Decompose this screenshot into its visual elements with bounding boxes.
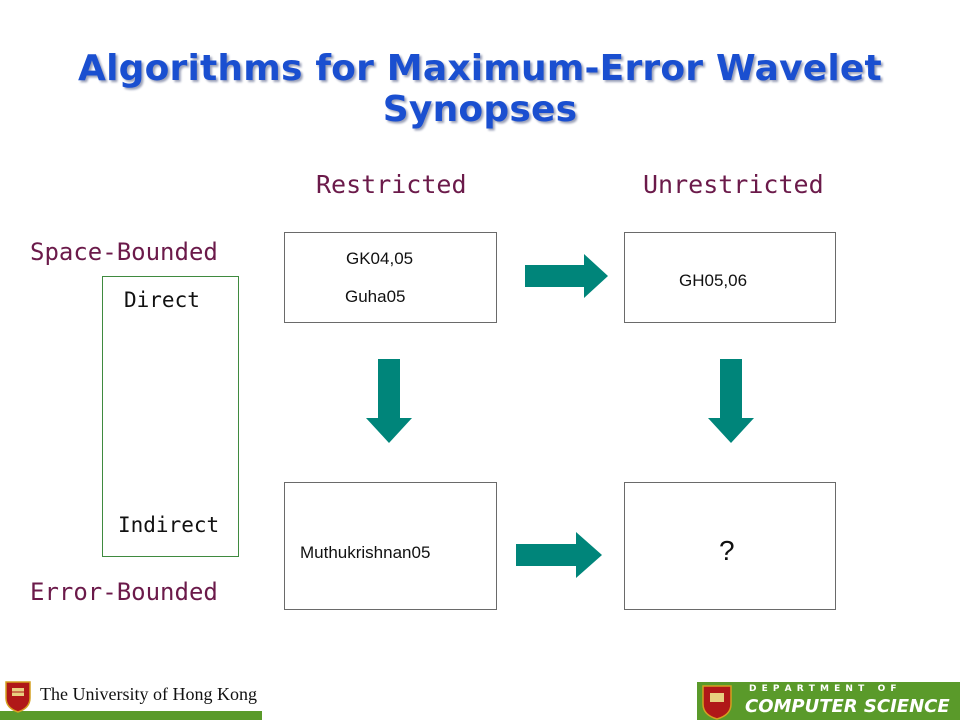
computer-science-label: COMPUTER SCIENCE xyxy=(745,696,950,717)
cell-space-restricted xyxy=(284,232,497,323)
cell-error-unrestricted-text: ? xyxy=(719,535,735,566)
cell-space-restricted-line1: GK04,05 xyxy=(346,249,414,268)
hku-logo: The University of Hong Kong xyxy=(0,678,262,720)
cell-space-unrestricted xyxy=(624,232,836,323)
cell-space-unrestricted-text: GH05,06 xyxy=(679,271,748,290)
cell-error-restricted-text: Muthukrishnan05 xyxy=(300,543,431,562)
right-arrow-bottom xyxy=(516,532,602,578)
department-logo: D E P A R T M E N T O F COMPUTER SCIENCE xyxy=(697,682,960,720)
indirect-label: Indirect xyxy=(118,513,220,537)
cell-space-restricted-line2: Guha05 xyxy=(345,287,406,306)
row-header-error-bounded: Error-Bounded xyxy=(30,578,218,606)
row-header-space-bounded: Space-Bounded xyxy=(30,238,218,266)
department-logo-graphic xyxy=(697,682,960,720)
direct-label: Direct xyxy=(124,288,200,312)
down-arrow-left xyxy=(366,359,412,443)
hku-logo-graphic xyxy=(0,681,262,720)
department-label: D E P A R T M E N T O F xyxy=(749,684,898,694)
cell-error-restricted xyxy=(284,482,497,610)
slide-title: Algorithms for Maximum-Error Wavelet Syn… xyxy=(78,48,882,130)
column-header-restricted: Restricted xyxy=(316,170,467,199)
right-arrow-top xyxy=(525,254,608,298)
direct-indirect-box xyxy=(102,276,239,557)
university-name: The University of Hong Kong xyxy=(40,684,257,704)
down-arrow-right xyxy=(708,359,754,443)
column-header-unrestricted: Unrestricted xyxy=(643,170,824,199)
cell-error-unrestricted xyxy=(624,482,836,610)
